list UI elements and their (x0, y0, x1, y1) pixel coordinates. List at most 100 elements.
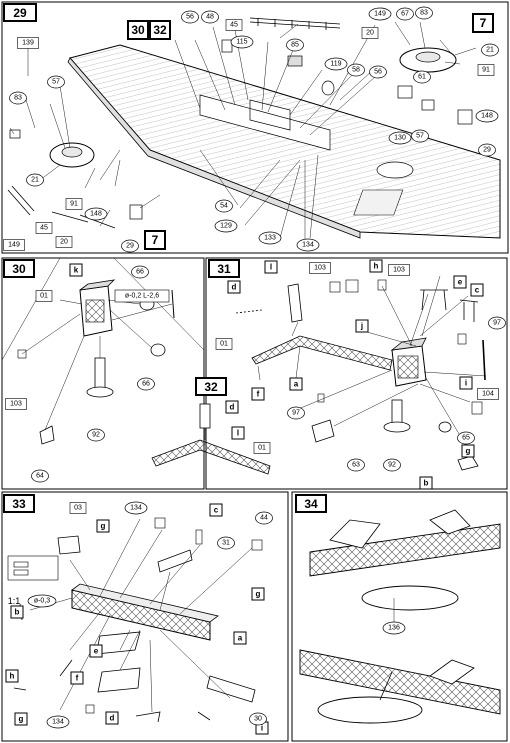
assembled-jib (309, 523, 501, 577)
panel30-circles-text: 66 (136, 269, 144, 276)
panel31-circles-text: 65 (462, 435, 470, 442)
leader-lines (29, 518, 253, 713)
pulley (150, 343, 166, 357)
panel29-circles-callout: 148 (84, 207, 108, 221)
step-label-34: 34 (304, 497, 318, 511)
part-block (397, 85, 413, 99)
panel30-circles-text: 66 (142, 381, 150, 388)
small-plate (85, 704, 95, 714)
panel33-letters-text: i (261, 724, 263, 733)
panel30-boxes-text: 01 (40, 293, 48, 300)
detail-inset (7, 555, 59, 581)
gantry-cab (329, 519, 381, 549)
panel29-circles-callout: 67 (396, 7, 414, 21)
panel29-circles-callout: 58 (347, 63, 365, 77)
panel31-boxes-callout: 01 (215, 338, 233, 350)
panel-34: 34 (291, 491, 508, 742)
panel31-boxes-text: 01 (220, 341, 228, 348)
crane-pedestal-base (383, 421, 411, 433)
panel30-circles-text: 64 (36, 473, 44, 480)
cylinder-part (157, 549, 193, 573)
panel31-circles-callout: 63 (347, 458, 365, 472)
panel29-boxes-callout: 20 (361, 27, 379, 39)
bracket-part (135, 711, 211, 723)
panel31-letters-text: f (257, 390, 260, 399)
panel29-circles-callout: 85 (286, 38, 304, 52)
panel31-circles-callout: 97 (488, 316, 506, 330)
panel31-letters-callout: d (227, 280, 241, 294)
panel29-circles-text: 130 (394, 135, 406, 142)
turntable-base (317, 696, 423, 724)
panel30-circles-callout: 64 (31, 469, 49, 483)
panel34-circles-text: 136 (388, 625, 400, 632)
panel29-boxes-text: 45 (230, 22, 238, 29)
panel29-refs-text: 32 (153, 23, 167, 37)
panel33-circles-text: 30 (254, 716, 262, 723)
panel32-letters-text: d (230, 403, 235, 412)
panel33-letters-text: h (10, 672, 15, 681)
part-grille (287, 55, 303, 67)
small-plate (154, 517, 166, 529)
panel29-circles-text: 29 (483, 147, 491, 154)
panel30-circles-callout: 92 (87, 428, 105, 442)
pulley (438, 421, 452, 433)
panel31-letters-callout: h (369, 259, 383, 273)
panel32-letters-callout: l (231, 426, 245, 440)
panel29-refs-callout: 32 (149, 20, 171, 40)
panel-32: 32 (151, 377, 271, 475)
panel29-boxes-callout: 139 (17, 37, 39, 49)
crane-pedestal (391, 399, 403, 425)
panel33-letters-callout: g (251, 587, 265, 601)
panel29-circles-text: 21 (31, 177, 39, 184)
panel29-circles-text: 48 (206, 14, 214, 21)
small-plate (251, 539, 263, 551)
panel29-circles-callout: 29 (121, 239, 139, 253)
panel29-circles-text: 134 (302, 242, 314, 249)
panel33-letters-text: g (101, 522, 106, 531)
panel29-circles-callout: 149 (368, 7, 392, 21)
panel29-circles-text: 85 (291, 42, 299, 49)
panel33-scale_note-callout: ø-0,3 (27, 594, 57, 608)
small-plate (345, 279, 359, 293)
panel29-circles-callout: 61 (413, 70, 431, 84)
winch (311, 419, 335, 443)
part-block (421, 99, 435, 111)
panel29-circles-text: 56 (374, 69, 382, 76)
panel29-refs-callout: 7 (144, 230, 166, 250)
panel29-circles-text: 61 (418, 74, 426, 81)
panel29-circles-text: 129 (220, 223, 232, 230)
panel31-circles-callout: 92 (383, 458, 401, 472)
detail-cylinder (13, 569, 29, 576)
panel29-refs-callout: 30 (127, 20, 149, 40)
panel30-letters-callout: k (69, 263, 83, 277)
step-number-34 (295, 494, 327, 513)
panel31-letters-callout: b (419, 476, 433, 490)
gantry-cab (429, 509, 471, 535)
panel29-circles-text: 83 (420, 10, 428, 17)
panel29-circles-callout: 21 (481, 43, 499, 57)
panel29-circles-callout: 83 (415, 6, 433, 20)
panel32-boxes-callout: 01 (253, 442, 271, 454)
panel33-letters-text: c (214, 506, 219, 515)
panel-33: 33 (1, 491, 289, 742)
panel33-letters-text: b (15, 608, 20, 617)
panel29-boxes-text: 91 (482, 67, 490, 74)
boom-strut (199, 403, 211, 429)
panel31-letters-callout: e (453, 275, 467, 289)
deck-hatch (376, 161, 414, 179)
panel29-circles-text: 54 (220, 203, 228, 210)
panel29-circles-callout: 56 (181, 10, 199, 24)
panel30-boxes-callout: 01 (35, 290, 53, 302)
panel29-boxes-callout: 45 (35, 222, 53, 234)
panel31-circles-text: 63 (352, 462, 360, 469)
panel29-boxes-text: 149 (8, 242, 20, 249)
panel29-circles-text: 21 (486, 47, 494, 54)
part-cylinder (129, 204, 143, 220)
panel29-boxes-callout: 91 (65, 198, 83, 210)
step-number-32 (195, 377, 227, 396)
crane-cab-roof (79, 279, 116, 291)
panel30-letters-text: k (74, 266, 79, 275)
panel29-refs-text: 7 (480, 16, 487, 30)
panel29-boxes-callout: 20 (55, 236, 73, 248)
part-block (221, 39, 233, 53)
